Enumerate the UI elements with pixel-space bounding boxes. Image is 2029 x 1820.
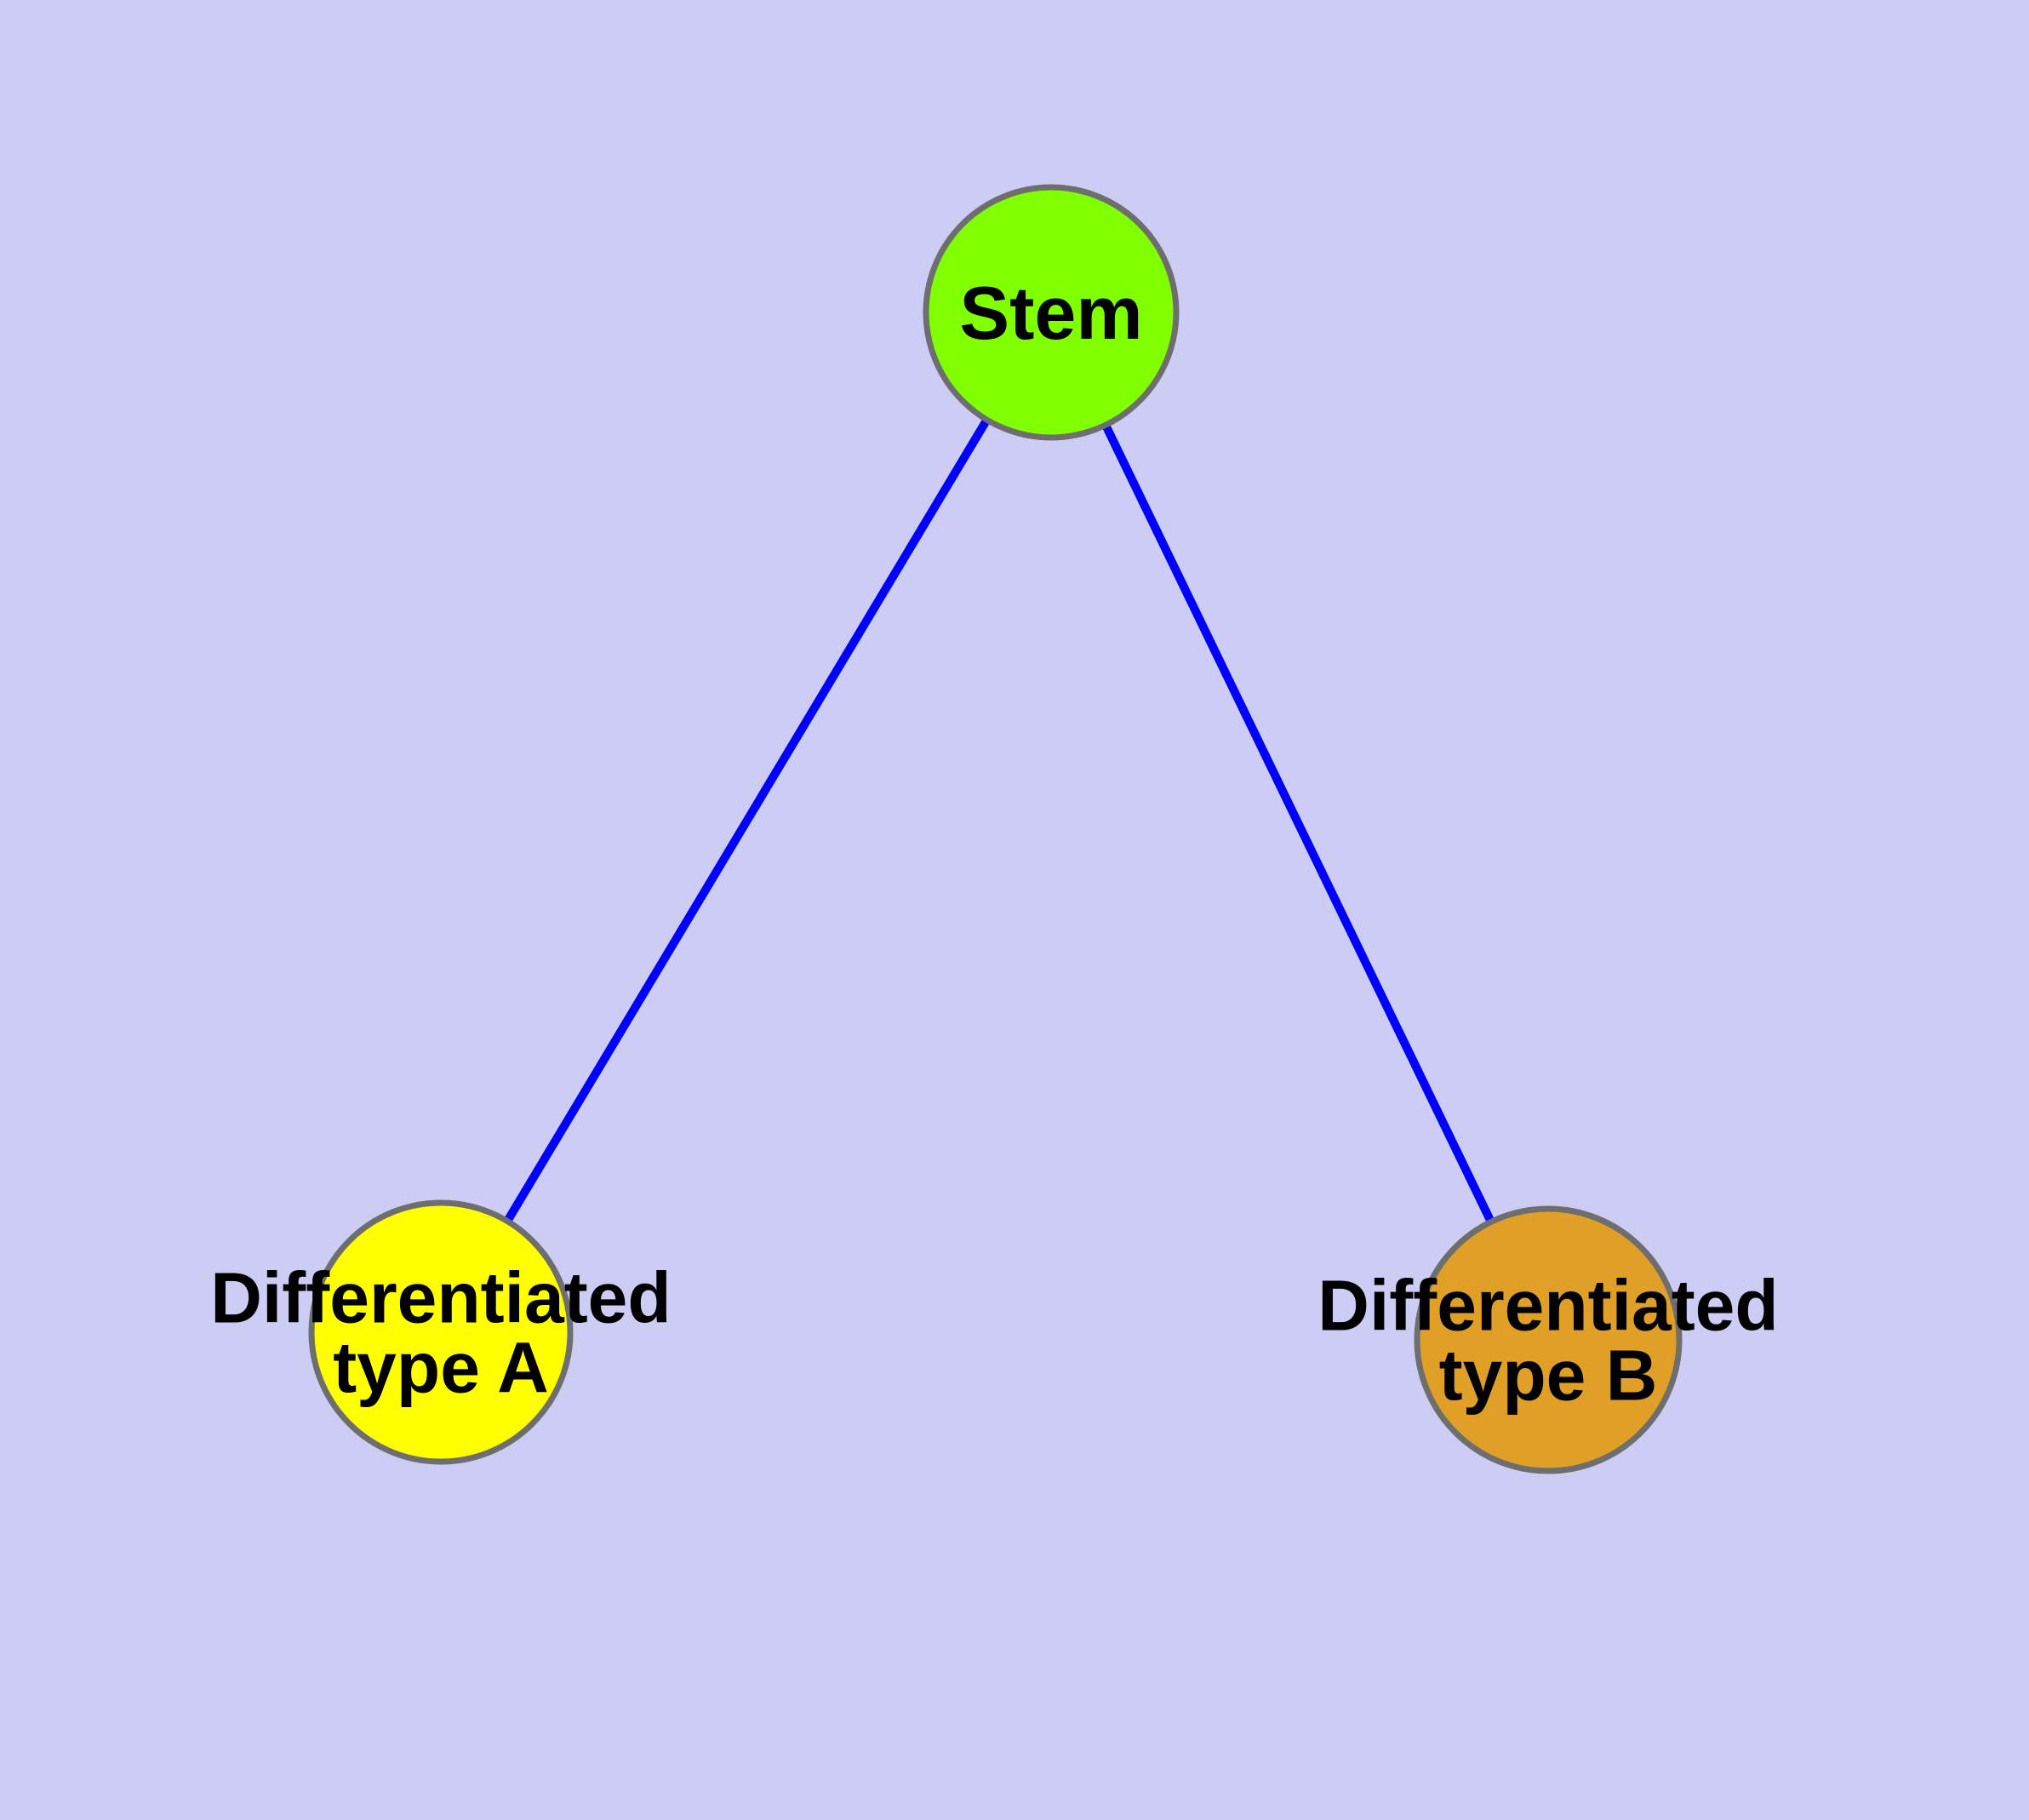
graph-edge-stem-to-diff_a <box>437 310 1055 1335</box>
node-label-stem: Stem <box>959 271 1142 355</box>
node-circle-diff_b[interactable] <box>1414 1205 1683 1474</box>
graph-edge-stem-to-diff_b <box>1047 310 1552 1342</box>
node-circle-diff_a[interactable] <box>308 1199 574 1465</box>
node-label-line: Stem <box>959 271 1142 355</box>
node-label-line: Differentiated <box>1317 1265 1778 1345</box>
node-circle-stem[interactable] <box>923 184 1180 441</box>
node-label-line: type B <box>1439 1335 1658 1415</box>
node-label-line: type A <box>333 1327 549 1407</box>
node-label-line: Differentiated <box>210 1257 671 1337</box>
graph-node-stem[interactable]: Stem <box>923 184 1180 441</box>
edges-layer <box>437 310 1552 1342</box>
